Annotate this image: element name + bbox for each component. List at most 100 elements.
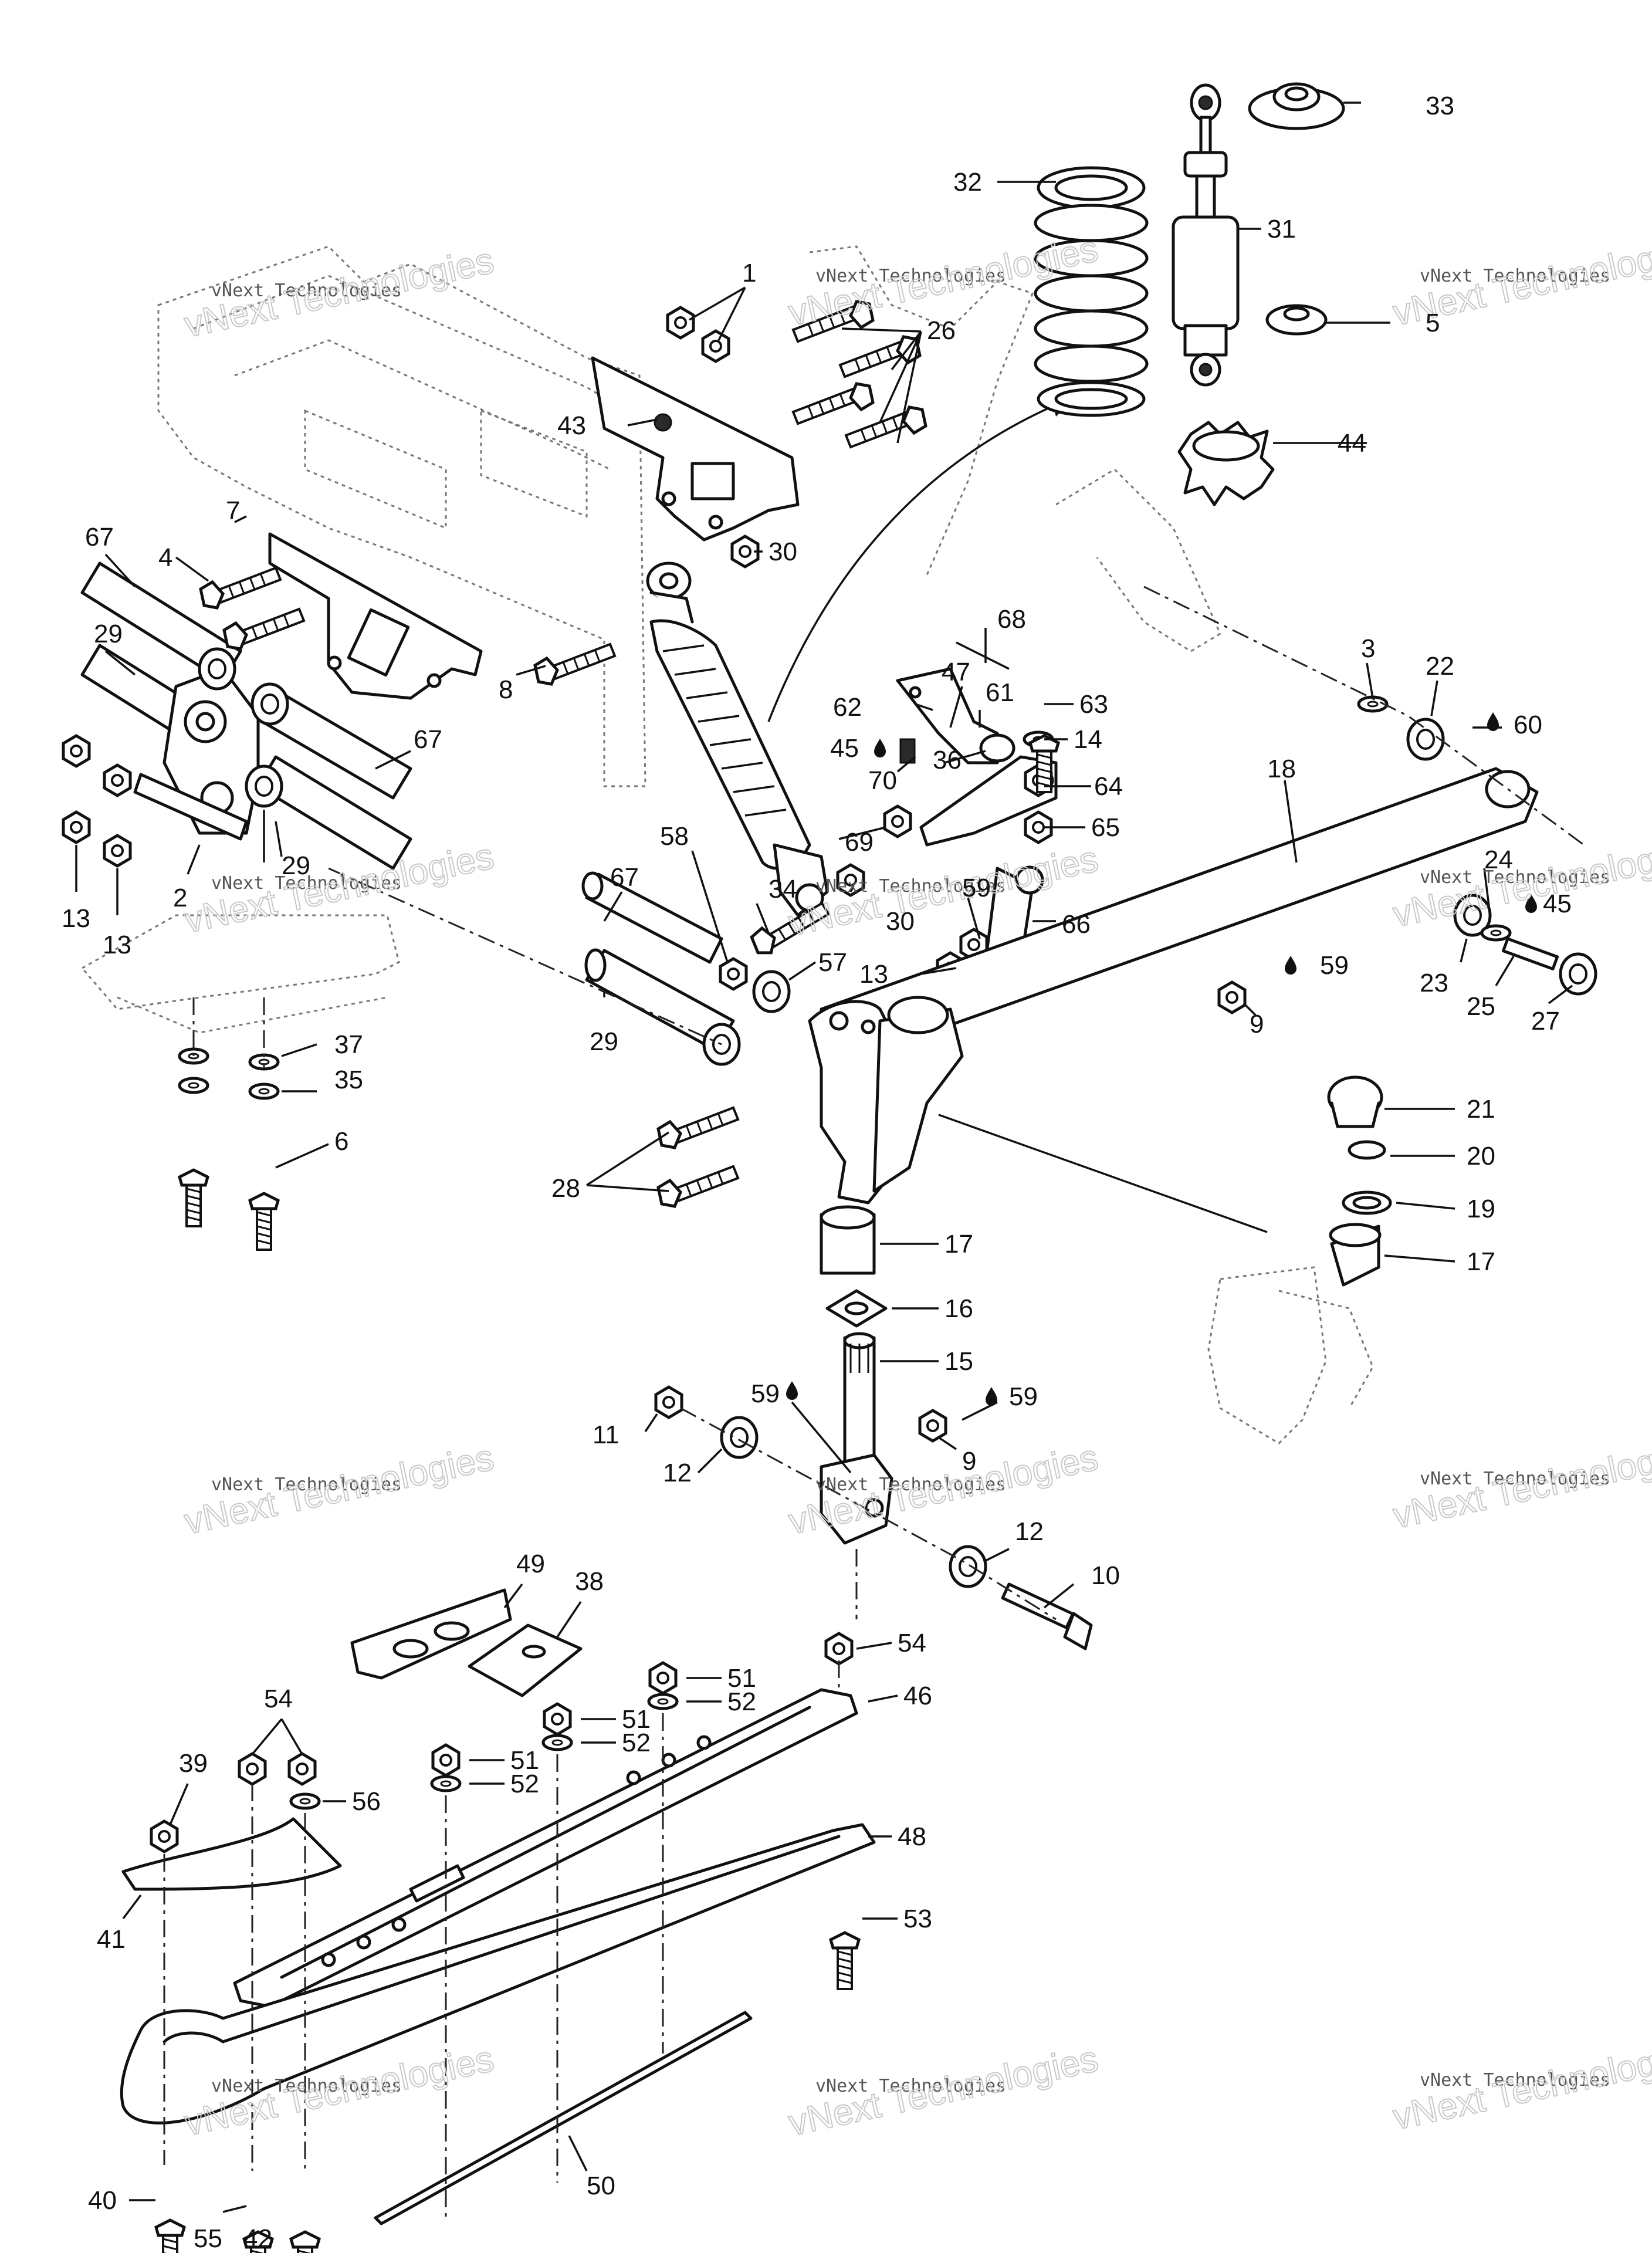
- callout-17a: 17: [945, 1230, 973, 1259]
- callout-11: 11: [593, 1420, 620, 1449]
- nut-51b: [544, 1704, 570, 1734]
- washer-35a: [180, 1078, 208, 1092]
- ski-leg-block: [820, 1453, 893, 1545]
- callout-39: 39: [179, 1749, 208, 1778]
- callout-12a: 12: [663, 1459, 692, 1487]
- callout-53: 53: [903, 1904, 932, 1933]
- callout-29a: 29: [94, 620, 123, 648]
- callout-4: 4: [158, 543, 172, 572]
- nut-1b: [703, 331, 729, 361]
- callout-8: 8: [499, 675, 513, 704]
- axis-ski-bolt: [680, 1407, 1057, 1621]
- callout-21: 21: [1467, 1095, 1495, 1124]
- callout-38: 38: [575, 1567, 604, 1596]
- watermark-text: vNext Technologies: [1420, 867, 1610, 888]
- watermark-text: vNext Technologies: [1420, 1469, 1610, 1489]
- callout-7: 7: [226, 496, 240, 525]
- callout-70: 70: [868, 766, 897, 795]
- leader-lines: [75, 102, 1573, 2213]
- callout-2: 2: [173, 884, 187, 912]
- callout-35: 35: [334, 1065, 363, 1094]
- axis-ski: [163, 1660, 840, 2218]
- bushing-17a: [820, 1205, 876, 1275]
- callout-54a: 54: [264, 1684, 293, 1713]
- watermark-text: vNext Technologies: [211, 2076, 402, 2096]
- callout-46: 46: [903, 1682, 932, 1710]
- callout-58: 58: [660, 822, 689, 851]
- callout-25: 25: [1467, 992, 1495, 1021]
- bolt-40: [156, 2220, 184, 2253]
- callout-23: 23: [1420, 969, 1448, 997]
- callout-62: 62: [833, 693, 862, 722]
- rod-29-mid: [584, 948, 739, 1064]
- callout-67c: 67: [610, 863, 639, 892]
- nut-54c: [826, 1633, 852, 1664]
- callout-65: 65: [1091, 813, 1120, 842]
- callout-3: 3: [1361, 634, 1375, 663]
- watermark-text: vNext Technologies: [815, 266, 1006, 286]
- spindle-61: [896, 667, 1015, 764]
- callout-45a: 45: [830, 734, 859, 763]
- nut-54a: [239, 1754, 265, 1784]
- callout-69: 69: [845, 828, 874, 857]
- callout-22: 22: [1426, 652, 1454, 681]
- bolt-6a: [180, 1170, 208, 1226]
- grease-45a: [874, 739, 886, 757]
- shock-31: [1172, 83, 1240, 387]
- callout-52c: 52: [510, 1770, 539, 1798]
- callout-29b: 29: [282, 851, 310, 880]
- retainer-5: [1265, 304, 1328, 336]
- callout-50: 50: [587, 2171, 615, 2200]
- plate-16: [825, 1289, 888, 1328]
- nut-11: [656, 1387, 682, 1418]
- washer-24: [1482, 926, 1510, 940]
- grease-59a: [786, 1381, 798, 1400]
- callout-18: 18: [1267, 755, 1296, 783]
- bushing-12a: [722, 1418, 757, 1457]
- callout-36: 36: [933, 746, 962, 774]
- callout-61: 61: [986, 678, 1014, 707]
- spring-cup-33: [1248, 82, 1345, 130]
- bolt-6b: [250, 1193, 278, 1250]
- callout-37: 37: [334, 1030, 363, 1059]
- callout-13b: 13: [103, 931, 131, 959]
- callout-66: 66: [1062, 910, 1091, 939]
- callout-42: 42: [243, 2224, 272, 2253]
- ski-48: [120, 1823, 876, 2125]
- pin-68: [956, 641, 1010, 670]
- trailing-arm-18: [808, 767, 1539, 1233]
- rod-67-mid: [581, 871, 723, 964]
- bushing-22: [1408, 719, 1443, 759]
- washer-52a: [649, 1694, 677, 1709]
- callout-10: 10: [1091, 1561, 1120, 1590]
- callout-63: 63: [1079, 690, 1108, 719]
- watermark-text: vNext Technologies: [1420, 266, 1610, 286]
- callout-5: 5: [1426, 309, 1440, 337]
- callout-33: 33: [1426, 92, 1454, 120]
- callout-67a: 67: [85, 523, 114, 552]
- callout-15: 15: [945, 1347, 973, 1376]
- coil-spring-32: [1034, 166, 1149, 417]
- watermark-text: vNext Technologies: [815, 876, 1006, 897]
- callout-64: 64: [1094, 772, 1123, 801]
- callout-51a: 51: [727, 1664, 756, 1693]
- cap-21: [1327, 1075, 1383, 1128]
- centre-shock-absorber: [646, 561, 829, 917]
- washer-19: [1342, 1190, 1392, 1215]
- callout-13c: 13: [859, 960, 888, 989]
- ski-41-tip: [121, 1817, 342, 1891]
- callout-52a: 52: [727, 1687, 756, 1716]
- callout-29c: 29: [590, 1027, 618, 1056]
- callout-24: 24: [1484, 845, 1513, 874]
- callout-9a: 9: [1250, 1010, 1264, 1038]
- axis-arm: [1143, 586, 1585, 846]
- callout-54c: 54: [898, 1629, 926, 1657]
- callout-59a: 59: [962, 874, 991, 902]
- bolt-4: [201, 568, 280, 608]
- callout-49: 49: [516, 1550, 545, 1578]
- washer-52c: [432, 1777, 460, 1791]
- callout-1: 1: [742, 259, 756, 287]
- pivot-plate-2: [133, 667, 260, 841]
- callout-44: 44: [1338, 429, 1366, 458]
